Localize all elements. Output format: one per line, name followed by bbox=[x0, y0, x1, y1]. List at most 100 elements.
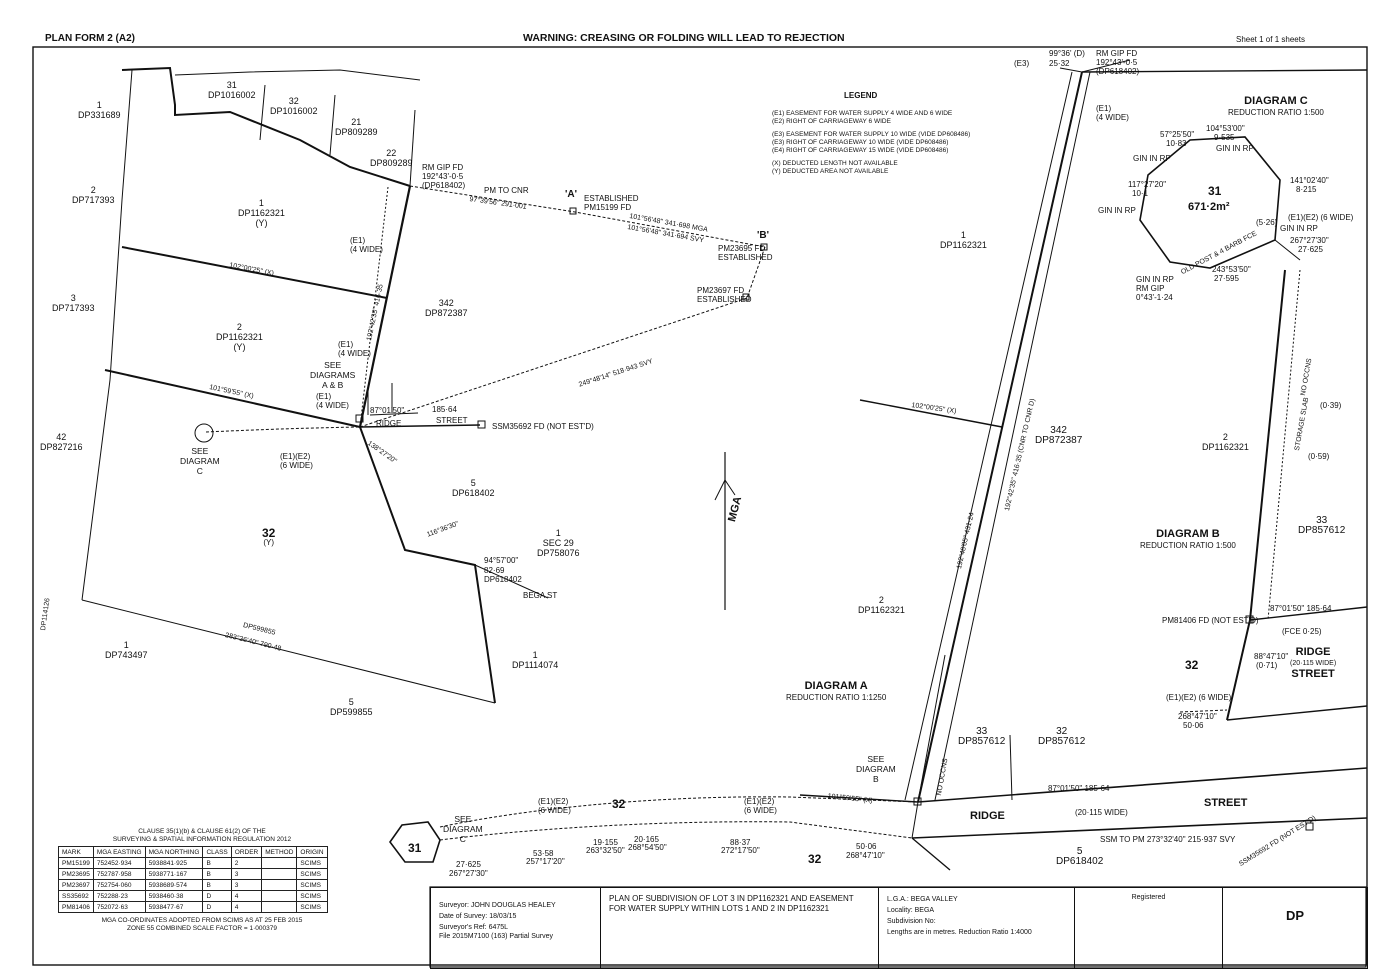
table-cell: SCIMS bbox=[296, 857, 328, 869]
easement-label: (E1)(4 WIDE) bbox=[1096, 104, 1129, 122]
legend-item: (E2) RIGHT OF CARRIAGEWAY 6 WIDE bbox=[772, 118, 891, 125]
legend-item: (Y) DEDUCTED AREA NOT AVAILABLE bbox=[772, 168, 889, 175]
table-cell bbox=[261, 868, 298, 880]
table-column-header: ORDER bbox=[230, 846, 263, 858]
table-cell: SCIMS bbox=[296, 901, 328, 913]
bearing: (0·59) bbox=[1308, 452, 1330, 461]
table-cell: PM23697 bbox=[58, 879, 94, 891]
bearing: (FCE 0·25) bbox=[1282, 627, 1322, 636]
bega-st-edge bbox=[474, 564, 549, 599]
diagc-bearing: 10·1 bbox=[1132, 189, 1149, 198]
warning-text: WARNING: CREASING OR FOLDING WILL LEAD T… bbox=[523, 32, 845, 44]
street-label: RIDGE bbox=[970, 810, 1005, 822]
table-column-header: MGA NORTHING bbox=[144, 846, 204, 858]
right-easement-main bbox=[917, 71, 1083, 803]
easement-label: (E1)(4 WIDE) bbox=[316, 392, 349, 410]
lot-label: 32 bbox=[612, 797, 626, 811]
easement-label: (E1)(4 WIDE) bbox=[338, 340, 371, 358]
bearing: (0·39) bbox=[1320, 401, 1342, 410]
lot-label: 32 bbox=[1185, 658, 1199, 672]
table-cell: SCIMS bbox=[296, 879, 328, 891]
diagc-bearing: 27·595 bbox=[1214, 274, 1239, 283]
mark-b: 'B' bbox=[757, 230, 769, 241]
plan-form-label: PLAN FORM 2 (A2) bbox=[45, 33, 135, 44]
bearing: 88°47'10" bbox=[1254, 652, 1289, 661]
diagc-bearing: 10·83 bbox=[1166, 139, 1187, 148]
legend-item: (E4) RIGHT OF CARRIAGEWAY 15 WIDE (VIDE … bbox=[772, 147, 949, 154]
easement-to-c bbox=[205, 426, 361, 433]
bearing: 20·165 bbox=[634, 835, 659, 844]
street-label: RIDGE bbox=[376, 419, 402, 428]
bearing: 257°17'20" bbox=[526, 857, 565, 866]
ridge-north bbox=[917, 767, 1368, 803]
boundary-102 bbox=[859, 399, 1003, 428]
table-column-header: MGA EASTING bbox=[92, 846, 146, 858]
diagc-label: GIN IN RP bbox=[1216, 144, 1254, 153]
diagc-label: GIN IN RP bbox=[1280, 224, 1318, 233]
boundary-west bbox=[81, 69, 133, 601]
sheet-frame bbox=[32, 46, 1368, 966]
table-cell: 5938841·925 bbox=[144, 857, 204, 869]
legend-item: (E3) RIGHT OF CARRIAGEWAY 10 WIDE (VIDE … bbox=[772, 139, 949, 146]
table-cell: 752288·23 bbox=[92, 890, 146, 902]
table-cell: 4 bbox=[230, 901, 263, 913]
diagc-bearing: 104°53'00" bbox=[1206, 124, 1245, 133]
lot-area: 671·2m² bbox=[1188, 201, 1230, 213]
boundary-south bbox=[81, 599, 496, 704]
mark-label: SSM35692 FD (NOT EST'D) bbox=[492, 422, 594, 431]
table-cell: 4 bbox=[230, 890, 263, 902]
diagc-bearing: (E1)(E2) (6 WIDE) bbox=[1288, 213, 1354, 222]
table-cell: D bbox=[202, 890, 232, 902]
bearing: 268°47'10" bbox=[846, 851, 885, 860]
table-cell: 5938689·574 bbox=[144, 879, 204, 891]
top-lot-lines bbox=[174, 69, 421, 81]
lga-cell: L.G.A.: BEGA VALLEY Locality: BEGA Subdi… bbox=[879, 888, 1075, 968]
table-cell bbox=[261, 879, 298, 891]
table-cell: 752072·63 bbox=[92, 901, 146, 913]
easement-label: (E1)(E2)(6 WIDE) bbox=[538, 797, 571, 815]
table-cell: PM81406 bbox=[58, 901, 94, 913]
right-easement-b bbox=[934, 71, 1091, 801]
easement-dashed bbox=[359, 186, 389, 428]
ridge-top bbox=[369, 412, 419, 416]
mark-a: 'A' bbox=[565, 189, 577, 200]
bearing: 19·155 bbox=[593, 838, 618, 847]
easement-label: (E3) bbox=[1014, 59, 1030, 68]
bearing: 88·37 bbox=[730, 838, 751, 847]
traverse-b bbox=[746, 246, 766, 299]
bearing: DP618402 bbox=[484, 575, 522, 584]
bearing: (0·71) bbox=[1256, 661, 1278, 670]
table-cell bbox=[261, 857, 298, 869]
table-cell: 752452·934 bbox=[92, 857, 146, 869]
diagc-bearing: 8·215 bbox=[1296, 185, 1317, 194]
table-cell: B bbox=[202, 879, 232, 891]
bearing: 87°01'50" 185·64 bbox=[1048, 784, 1110, 793]
bearing: 82·69 bbox=[484, 566, 505, 575]
surveyor-cell: Surveyor: JOHN DOUGLAS HEALEY Date of Su… bbox=[431, 888, 601, 968]
